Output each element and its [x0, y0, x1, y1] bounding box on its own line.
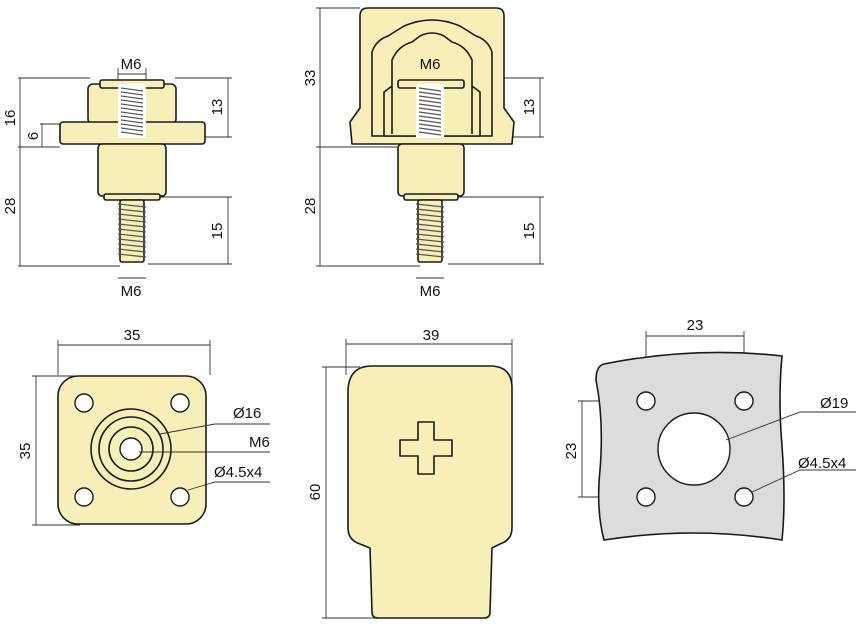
thread-line [418, 107, 442, 112]
thread-line [418, 91, 442, 96]
dim-top-height: 13 [521, 99, 538, 116]
dim-total-height: 16 [2, 110, 19, 127]
side-view-cap: M6 M6 33 13 28 15 [302, 7, 544, 300]
mounting-plate: 23 23 Ø19 Ø4.5x4 [563, 317, 856, 541]
thread-line [117, 203, 147, 208]
label-thread: M6 [249, 434, 270, 451]
dim-width: 39 [423, 327, 440, 344]
thread-line [418, 111, 442, 116]
screw-thread [415, 203, 445, 258]
thread-line [117, 243, 147, 248]
thread-line [117, 253, 147, 258]
dim-screw: 15 [521, 223, 538, 240]
thread-line [120, 123, 144, 128]
dim-width: 35 [124, 327, 141, 344]
thread-line [415, 213, 445, 218]
thread-line [120, 87, 144, 92]
thread-line [415, 253, 445, 258]
thread-line [415, 223, 445, 228]
dim-height: 60 [307, 484, 324, 501]
thread-line [120, 107, 144, 112]
thread-line [120, 111, 144, 116]
dim-flange: 6 [25, 132, 42, 140]
dim-body: 28 [2, 198, 19, 215]
thread-line [120, 131, 144, 136]
front-view-cap: 39 60 [307, 327, 513, 619]
thread-label-top: M6 [420, 56, 441, 73]
dim-top-height: 13 [209, 99, 226, 116]
label-center-hole: Ø19 [820, 395, 848, 412]
thread-line [117, 248, 147, 253]
internal-thread [418, 87, 442, 136]
thread-line [418, 115, 442, 120]
thread-line [415, 208, 445, 213]
thread-line [120, 119, 144, 124]
thread-line [120, 115, 144, 120]
side-view-base: M6 M6 16 6 13 28 15 [2, 56, 232, 300]
thread-line [418, 127, 442, 132]
thread-line [120, 99, 144, 104]
screw-thread [117, 203, 147, 258]
thread-line [120, 95, 144, 100]
thread-line [418, 95, 442, 100]
thread-line [117, 238, 147, 243]
thread-line [117, 213, 147, 218]
thread-line [418, 119, 442, 124]
thread-label-bottom: M6 [121, 283, 142, 300]
thread-line [415, 218, 445, 223]
thread-line [120, 103, 144, 108]
dim-body: 28 [302, 198, 319, 215]
label-boss-diameter: Ø16 [233, 405, 261, 422]
dim-height: 35 [17, 443, 34, 460]
thread-line [117, 228, 147, 233]
dim-spacing-x: 23 [687, 317, 704, 334]
label-holes: Ø4.5x4 [214, 464, 262, 481]
thread-line [117, 208, 147, 213]
dim-cap-height: 33 [302, 70, 319, 87]
thread-line [418, 99, 442, 104]
thread-label-top: M6 [121, 56, 142, 73]
label-holes: Ø4.5x4 [798, 455, 846, 472]
thread-line [415, 228, 445, 233]
thread-line [418, 131, 442, 136]
dim-screw: 15 [209, 223, 226, 240]
thread-line [120, 127, 144, 132]
thread-line [418, 123, 442, 128]
thread-line [120, 91, 144, 96]
thread-line [418, 103, 442, 108]
thread-line [415, 243, 445, 248]
thread-line [415, 233, 445, 238]
thread-line [415, 248, 445, 253]
thread-line [418, 87, 442, 92]
thread-label-bottom: M6 [420, 283, 441, 300]
dim-spacing-y: 23 [563, 443, 580, 460]
top-view-base: 35 35 Ø16 M6 Ø4.5x4 [17, 327, 270, 526]
thread-line [117, 223, 147, 228]
thread-line [415, 238, 445, 243]
thread-line [117, 218, 147, 223]
internal-thread [120, 87, 144, 136]
thread-line [415, 203, 445, 208]
thread-line [117, 233, 147, 238]
